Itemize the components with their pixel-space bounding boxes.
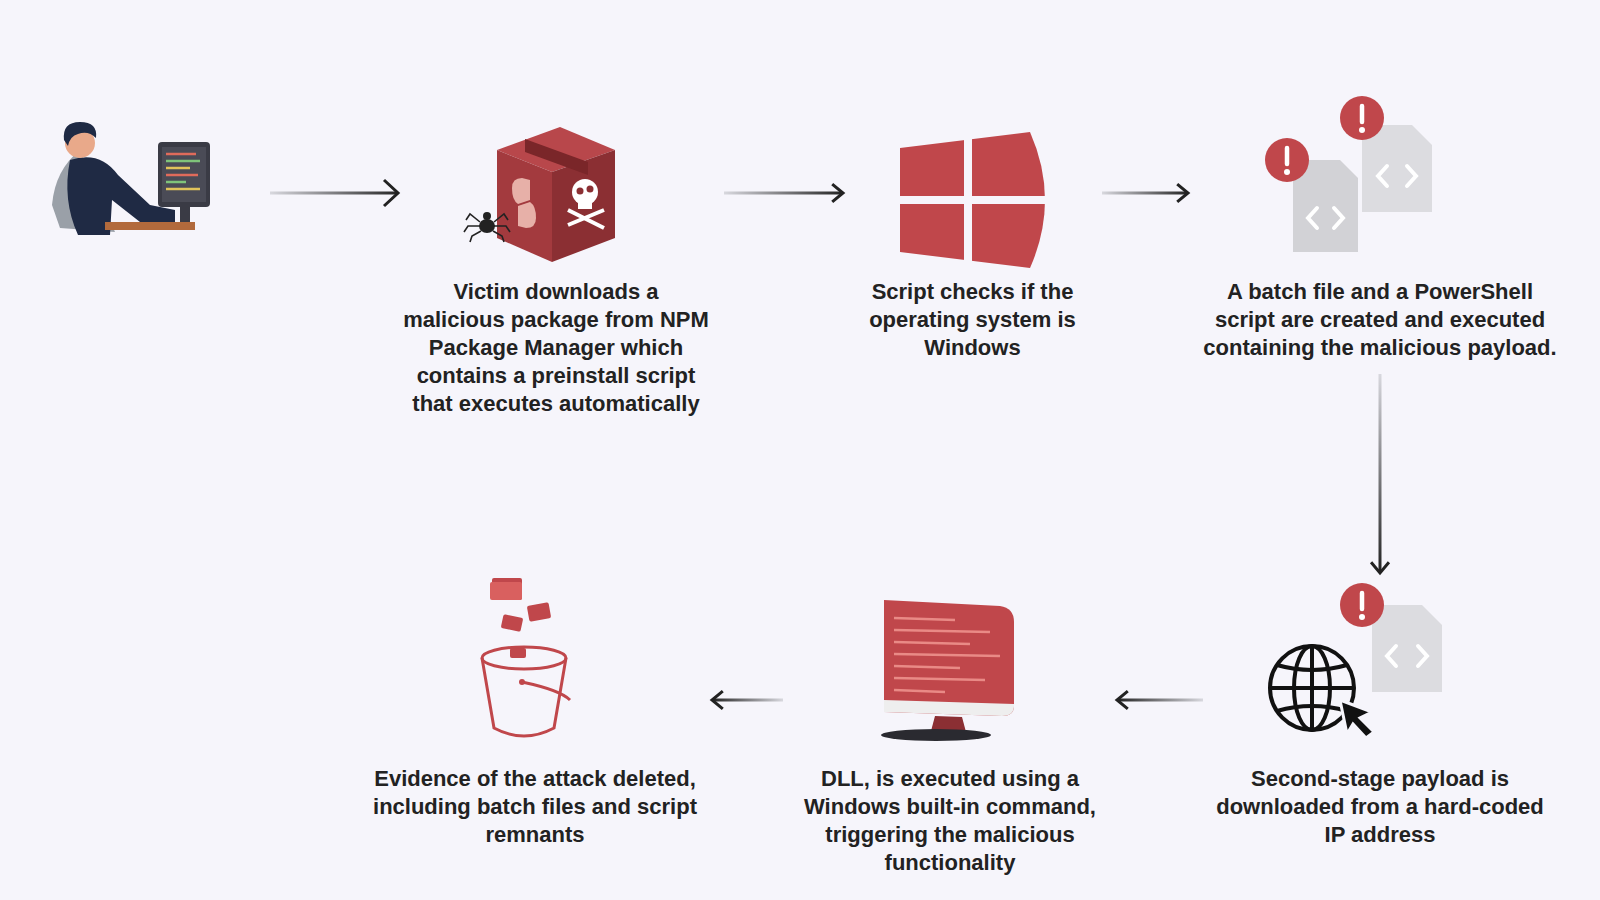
arrow-line [1102, 192, 1188, 195]
icon-space [370, 585, 700, 765]
arrowhead [1117, 691, 1128, 709]
arrowhead [832, 184, 843, 202]
arrow-line [1379, 374, 1382, 573]
monitor-icon [881, 600, 1014, 741]
download-globe-icon [1270, 583, 1442, 738]
icon-space [1215, 585, 1545, 765]
flow-arrow [724, 184, 843, 202]
arrow [270, 180, 398, 206]
arrow-line [1117, 699, 1203, 702]
icon-space [855, 100, 1090, 278]
victim-figure [52, 122, 210, 235]
trash-bucket-icon [482, 578, 570, 736]
step-caption: Evidence of the attack deleted, includin… [370, 765, 700, 849]
step-node: Evidence of the attack deleted, includin… [370, 585, 700, 849]
icon-space [400, 100, 712, 278]
step-caption: A batch file and a PowerShell script are… [1200, 278, 1560, 362]
icon-space [1200, 100, 1560, 278]
windows-logo-icon [895, 132, 1055, 270]
arrow-line [712, 699, 783, 702]
flow-arrow [1371, 374, 1389, 573]
icon-space [795, 585, 1105, 765]
arrowhead [1177, 184, 1188, 202]
step-caption: Victim downloads a malicious package fro… [400, 278, 712, 418]
step-node: DLL, is executed using a Windows built-i… [795, 585, 1105, 877]
arrowhead [712, 691, 723, 709]
script-files-icon [1265, 96, 1432, 252]
flow-arrow [1102, 184, 1188, 202]
step-node: Script checks if the operating system is… [855, 100, 1090, 362]
malicious-package-icon [464, 127, 615, 262]
arrowhead [1371, 562, 1389, 573]
step-node: A batch file and a PowerShell script are… [1200, 100, 1560, 362]
step-node: Second-stage payload is downloaded from … [1215, 585, 1545, 849]
arrow-line [724, 192, 843, 195]
step-caption: Second-stage payload is downloaded from … [1215, 765, 1545, 849]
step-node: Victim downloads a malicious package fro… [400, 100, 712, 418]
flow-arrow [712, 691, 783, 709]
step-caption: DLL, is executed using a Windows built-i… [795, 765, 1105, 877]
flow-arrow [1117, 691, 1203, 709]
step-caption: Script checks if the operating system is… [855, 278, 1090, 362]
